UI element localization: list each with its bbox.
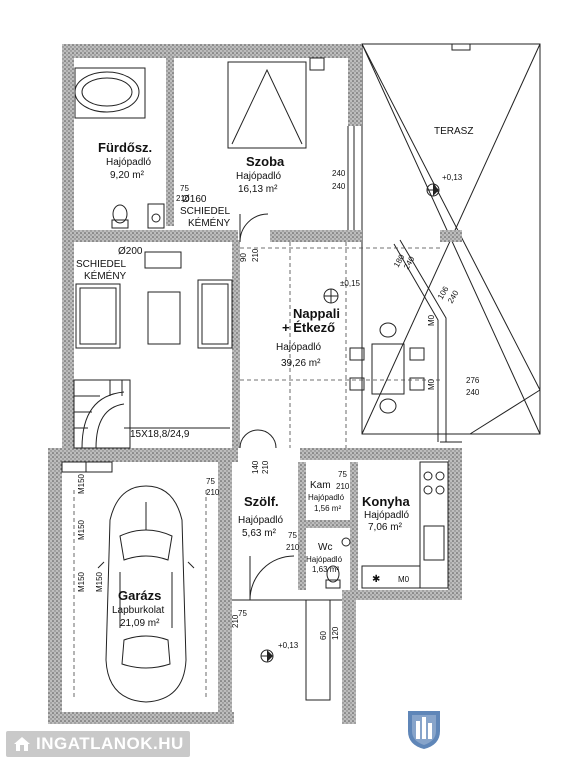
dim-m0-b: M0 bbox=[427, 378, 436, 390]
kitchen-floor: Hajópadló bbox=[364, 510, 409, 521]
dim-terrace-door-w: 240 bbox=[332, 169, 346, 178]
bedroom-floor: Hajópadló bbox=[236, 171, 281, 182]
garage-name: Garázs bbox=[118, 588, 161, 603]
dim-140: 140 bbox=[251, 460, 260, 474]
pantry-name: Szölf. bbox=[244, 494, 279, 509]
dim-m150-d: M150 bbox=[95, 571, 104, 592]
chimney-2-brand: SCHIEDEL bbox=[76, 259, 126, 270]
living-floor: Hajópadló bbox=[276, 342, 321, 353]
dim-bath-door-w: 75 bbox=[180, 184, 189, 193]
level-markers bbox=[260, 183, 440, 663]
chimney-2-dia: Ø200 bbox=[118, 246, 143, 257]
storage-area: 1,56 m² bbox=[314, 504, 341, 513]
terrace-name: TERASZ bbox=[434, 126, 473, 137]
bath-area: 9,20 m² bbox=[110, 170, 145, 181]
terrace-door bbox=[347, 126, 355, 230]
svg-text:✱: ✱ bbox=[372, 574, 380, 585]
dim-75-garage: 75 bbox=[206, 477, 215, 486]
bath-floor: Hajópadló bbox=[106, 157, 151, 168]
bedroom-name: Szoba bbox=[246, 154, 285, 169]
chimney-1-label: KÉMÉNY bbox=[188, 216, 231, 229]
dim-210-storage: 210 bbox=[336, 482, 350, 491]
living-furniture bbox=[75, 242, 440, 448]
house-icon bbox=[14, 737, 30, 751]
dim-210-entrance: 210 bbox=[231, 614, 240, 628]
garage-area: 21,09 m² bbox=[120, 618, 160, 629]
car bbox=[61, 461, 207, 703]
dim-m0-c: M0 bbox=[398, 575, 410, 584]
dim-75-storage: 75 bbox=[338, 470, 347, 479]
dimensions: 75 210 240 240 90 210 180 240 106 240 27… bbox=[77, 169, 480, 640]
bath-name: Fürdősz. bbox=[98, 140, 152, 155]
garage-floor: Lapburkolat bbox=[112, 605, 164, 616]
dim-90: 90 bbox=[239, 253, 248, 262]
dim-210-wc: 210 bbox=[286, 543, 300, 552]
kitchen-fixtures: ✱ bbox=[361, 461, 449, 589]
dim-m150-c: M150 bbox=[77, 571, 86, 592]
shield-logo-icon bbox=[408, 711, 440, 749]
terrace bbox=[361, 43, 541, 435]
entrance-door bbox=[232, 555, 342, 701]
dim-m150-a: M150 bbox=[77, 473, 86, 494]
dim-276: 276 bbox=[466, 376, 480, 385]
dim-m0-a: M0 bbox=[427, 314, 436, 326]
kitchen-area: 7,06 m² bbox=[368, 522, 403, 533]
entrance-level: +0,13 bbox=[278, 641, 299, 650]
bed bbox=[227, 57, 325, 149]
dim-60: 60 bbox=[319, 631, 328, 640]
terrace-level: +0,13 bbox=[442, 173, 463, 182]
wc-fixtures bbox=[325, 537, 351, 589]
dim-210-living: 210 bbox=[251, 248, 260, 262]
living-level: ±0,15 bbox=[340, 279, 361, 288]
watermark-logo: INGATLANOK.HU bbox=[6, 731, 190, 757]
pantry-floor: Hajópadló bbox=[238, 515, 283, 526]
stairs bbox=[73, 379, 230, 449]
dim-75-entrance: 75 bbox=[238, 609, 247, 618]
dim-75-wc: 75 bbox=[288, 531, 297, 540]
kitchen-name: Konyha bbox=[362, 494, 410, 509]
dim-m150-b: M150 bbox=[77, 519, 86, 540]
chimney-1-brand: SCHIEDEL bbox=[180, 206, 230, 217]
wc-floor: Hajópadló bbox=[306, 555, 343, 564]
bedroom-area: 16,13 m² bbox=[238, 184, 278, 195]
walls bbox=[48, 44, 462, 724]
chimney-1-dia: Ø160 bbox=[182, 194, 207, 205]
chimney-2-label: KÉMÉNY bbox=[84, 269, 127, 282]
pantry-area: 5,63 m² bbox=[242, 528, 277, 539]
living-area: 39,26 m² bbox=[281, 358, 321, 369]
wc-area: 1,63 m² bbox=[312, 565, 339, 574]
dim-210-hall: 210 bbox=[261, 460, 270, 474]
watermark-text: INGATLANOK.HU bbox=[36, 734, 184, 753]
storage-floor: Hajópadló bbox=[308, 493, 345, 502]
bedroom-door bbox=[239, 213, 269, 243]
wc-name: Wc bbox=[318, 542, 332, 553]
dim-240-bay-3: 240 bbox=[466, 388, 480, 397]
dim-120: 120 bbox=[331, 626, 340, 640]
hall-door bbox=[239, 429, 277, 449]
bathroom-fixtures bbox=[74, 67, 165, 229]
living-name-2: + Étkező bbox=[282, 320, 335, 335]
stair-spec: 15X18,8/24,9 bbox=[130, 429, 190, 440]
bay-window bbox=[393, 239, 462, 443]
dim-terrace-door-h: 240 bbox=[332, 182, 346, 191]
living-name-1: Nappali bbox=[293, 306, 340, 321]
storage-name: Kam bbox=[310, 480, 331, 491]
dim-bath-door-h: 210 bbox=[176, 194, 190, 203]
dim-210-garage: 210 bbox=[206, 488, 220, 497]
